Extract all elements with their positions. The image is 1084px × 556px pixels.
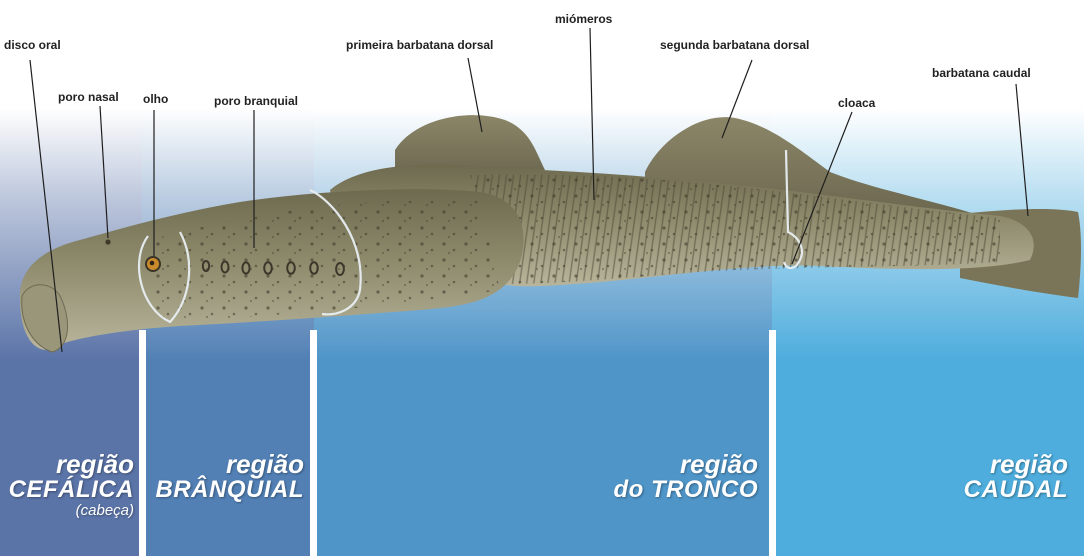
region-label-caudal: região CAUDAL bbox=[964, 452, 1068, 502]
label-primeira-barbatana-dorsal: primeira barbatana dorsal bbox=[346, 38, 493, 52]
region-label-branquial: região BRÂNQUIAL bbox=[156, 452, 305, 502]
region-branquial-line1: região bbox=[156, 452, 305, 477]
region-caudal-line1: região bbox=[964, 452, 1068, 477]
label-poro-branquial: poro branquial bbox=[214, 94, 298, 108]
label-cloaca: cloaca bbox=[838, 96, 875, 110]
region-cefalica-line2: CEFÁLICA bbox=[9, 477, 134, 502]
region-branquial-line2: BRÂNQUIAL bbox=[156, 477, 305, 502]
region-cefalica-line3: (cabeça) bbox=[9, 502, 134, 520]
label-miomeros: miómeros bbox=[555, 12, 612, 26]
nasal-pore bbox=[105, 239, 110, 244]
region-label-cefalica: região CEFÁLICA (cabeça) bbox=[9, 452, 134, 520]
region-tronco-line2: do TRONCO bbox=[614, 477, 758, 502]
region-label-tronco: região do TRONCO bbox=[614, 452, 758, 502]
label-barbatana-caudal: barbatana caudal bbox=[932, 66, 1031, 80]
label-olho: olho bbox=[143, 92, 168, 106]
label-poro-nasal: poro nasal bbox=[58, 90, 119, 104]
label-segunda-barbatana-dorsal: segunda barbatana dorsal bbox=[660, 38, 809, 52]
region-tronco-line1: região bbox=[614, 452, 758, 477]
region-cefalica-line1: região bbox=[9, 452, 134, 477]
label-disco-oral: disco oral bbox=[4, 38, 61, 52]
region-caudal-line2: CAUDAL bbox=[964, 477, 1068, 502]
